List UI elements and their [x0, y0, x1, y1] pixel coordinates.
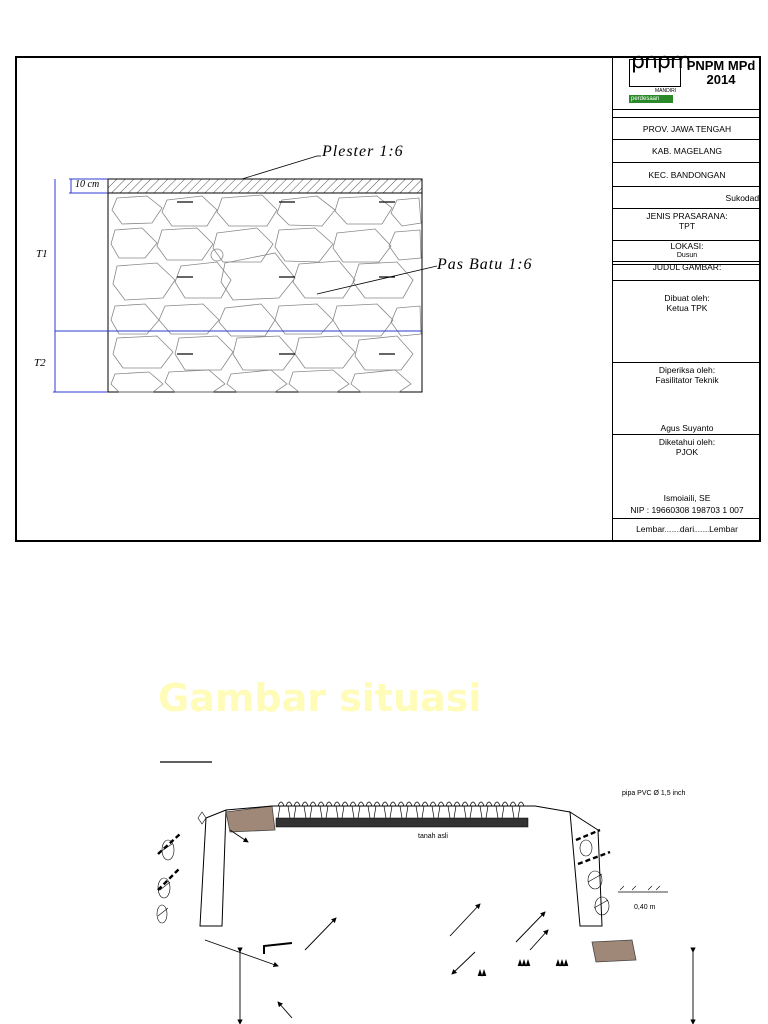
- kab-row: KAB. MAGELANG: [613, 140, 761, 163]
- situasi-drawing: [156, 761, 696, 1024]
- lokasi-label: LOKASI:: [670, 241, 704, 251]
- lokasi-row: LOKASI: Dusun JUDUL GAMBAR:: [613, 241, 761, 272]
- pas-batu-body: [107, 192, 423, 393]
- right-gravel: [591, 939, 637, 963]
- diketahui-name: Ismoiaili, SE: [663, 493, 711, 503]
- cross-section-drawing: [53, 155, 438, 393]
- lembar-row: Lembar.........dari.........Lembar: [613, 519, 761, 540]
- diperiksa-name: Agus Suyanto: [660, 423, 714, 433]
- pvc-pipe-row: [275, 817, 529, 828]
- depth-label: 0,40 m: [634, 904, 656, 911]
- kec-row: KEC. BANDONGAN: [613, 163, 761, 187]
- pipe-label: pipa PVC Ø 1,5 inch: [622, 790, 686, 797]
- dibuat-value: Ketua TPK: [666, 303, 708, 313]
- title-block: pnpm MANDIRI perdesaan PNPM MPd 2014 PRO…: [612, 51, 761, 542]
- drawing-sheet: [15, 56, 761, 542]
- diperiksa-row: Diperiksa oleh: Fasilitator Teknik Agus …: [613, 363, 761, 435]
- plester-label: Plester 1:6: [322, 143, 404, 160]
- t2-label: T2: [34, 357, 46, 369]
- tanah-label: tanah asli: [418, 833, 448, 840]
- prov-row: PROV. JAWA TENGAH: [613, 118, 761, 140]
- pas-batu-label: Pas Batu 1:6: [437, 256, 533, 273]
- jenis-label: JENIS PRASARANA:: [646, 211, 728, 221]
- diperiksa-value: Fasilitator Teknik: [655, 375, 719, 385]
- right-wall: [569, 811, 603, 927]
- lembar-label-b: Lembar: [709, 524, 738, 534]
- desa-row: Sukodadi: [613, 187, 761, 209]
- diketahui-value: PJOK: [675, 447, 699, 457]
- dibuat-label: Dibuat oleh:: [664, 293, 710, 303]
- pnpm-logo: pnpm MANDIRI perdesaan: [629, 51, 691, 103]
- situasi-title: Gambar situasi: [158, 676, 482, 720]
- lokasi-value: Dusun: [676, 252, 698, 259]
- lembar-dots-2: .........: [694, 528, 710, 534]
- diperiksa-label: Diperiksa oleh:: [658, 365, 716, 375]
- dibuat-row: Dibuat oleh: Ketua TPK: [613, 281, 761, 363]
- brand-name: PNPM MPd: [686, 58, 756, 73]
- logo-sub-perdesaan: perdesaan: [629, 95, 673, 103]
- jenis-value: TPT: [678, 221, 696, 231]
- thickness-label: 10 cm: [75, 179, 100, 190]
- diketahui-nip: NIP : 19660308 198703 1 007: [630, 505, 744, 515]
- brand-year: 2014: [706, 72, 736, 87]
- lembar-dots-1: .........: [664, 528, 680, 534]
- lembar-label-a: Lembar: [636, 524, 665, 534]
- diketahui-label: Diketahui oleh:: [658, 437, 716, 447]
- left-wall: [199, 809, 227, 927]
- jenis-row: JENIS PRASARANA: TPT: [613, 209, 761, 241]
- logo-sub-mandiri: MANDIRI: [655, 88, 677, 94]
- logo-row: pnpm MANDIRI perdesaan PNPM MPd 2014: [613, 51, 761, 110]
- plester-layer: [107, 178, 423, 194]
- left-gravel: [225, 805, 276, 833]
- brand-block: PNPM MPd 2014: [681, 59, 761, 87]
- t1-label: T1: [36, 248, 48, 260]
- logo-text: pnpm: [631, 49, 691, 74]
- diketahui-row: Diketahui oleh: PJOK Ismoiaili, SE NIP :…: [613, 435, 761, 519]
- lembar-dari: dari: [679, 524, 695, 534]
- judul-label: JUDUL GAMBAR:: [613, 261, 761, 272]
